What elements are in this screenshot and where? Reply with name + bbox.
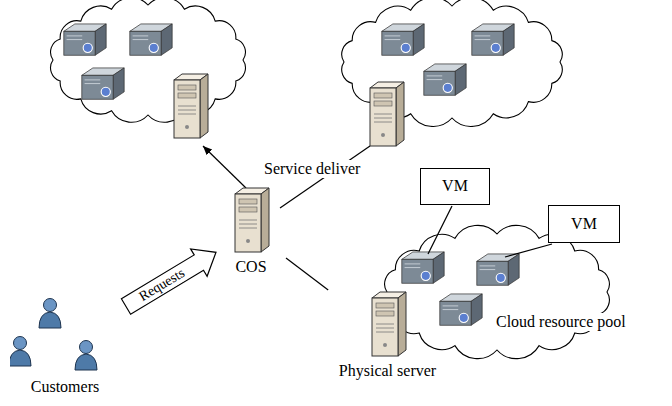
connector-label: Service deliver	[262, 160, 362, 178]
vm-box: VM	[548, 205, 620, 243]
cloud-outline	[385, 225, 610, 358]
node-label: Customers	[4, 378, 126, 396]
server-tower	[231, 186, 271, 256]
pool-label: Cloud resource pool	[494, 313, 628, 331]
connector-line	[286, 258, 328, 290]
node-label: VM	[571, 215, 597, 233]
node-label: Physical server	[324, 362, 451, 380]
server-racks	[64, 24, 519, 325]
cloud-outlines	[51, 0, 610, 359]
customers-group: Customers	[4, 290, 126, 396]
customer-icons	[10, 290, 120, 378]
server-tower	[368, 290, 408, 360]
cloud-outline	[51, 0, 246, 122]
physical-server: Physical server	[324, 290, 451, 380]
connector-lines	[203, 146, 552, 257]
block-arrow	[121, 249, 216, 314]
node-label: VM	[442, 177, 468, 195]
cos-server: COS	[216, 186, 286, 276]
physical-server-towers	[174, 74, 404, 146]
vm-box: VM	[420, 168, 490, 205]
node-label: COS	[216, 258, 286, 276]
